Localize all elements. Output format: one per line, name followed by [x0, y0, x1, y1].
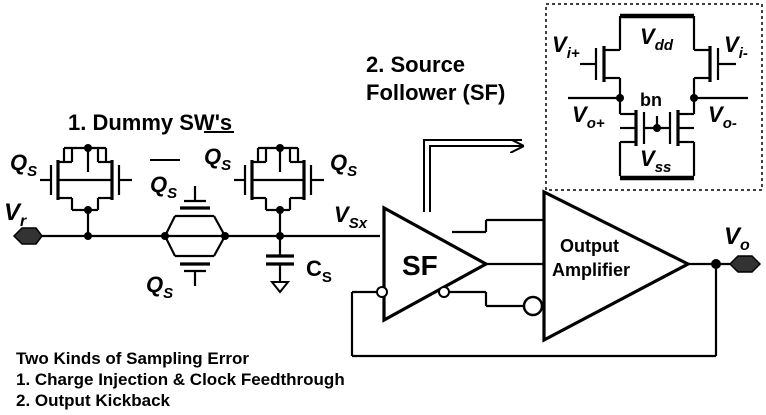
sampling-capacitor — [266, 236, 294, 294]
vo-minus-label: Vo- — [708, 102, 737, 132]
sf-block-label: SF — [402, 250, 438, 281]
sf-schematic — [568, 13, 748, 181]
output-amplifier — [542, 189, 692, 343]
vss-label: Vss — [640, 146, 671, 176]
vi-minus-label: Vi- — [724, 32, 748, 62]
vi-plus-label: Vi+ — [552, 32, 580, 62]
sf-bubble-right — [438, 286, 450, 298]
output-terminal-vo — [728, 255, 762, 273]
callout-arrow-outer — [423, 139, 522, 212]
vdd-label: Vdd — [640, 24, 674, 54]
dummy-switches-title: 1. Dummy SW's — [68, 110, 232, 135]
vsx-label: VSx — [334, 202, 368, 232]
qs-label-1: QS — [10, 150, 37, 180]
callout-arrow — [429, 146, 522, 212]
cs-label: CS — [306, 256, 332, 286]
vo-label: Vo — [724, 223, 750, 254]
sf-block — [382, 205, 490, 323]
main-switch — [161, 186, 229, 286]
qs-label-main: QS — [146, 272, 173, 302]
input-terminal-vr — [12, 227, 43, 245]
dummy-switch-right — [234, 144, 324, 240]
notes-heading: Two Kinds of Sampling Error — [16, 349, 249, 368]
qs-bar-label-2: QS — [204, 144, 231, 174]
vo-plus-label: Vo+ — [572, 102, 605, 132]
notes-item-1: 1. Charge Injection & Clock Feedthrough — [16, 370, 345, 389]
amp-bubble — [522, 295, 544, 317]
qs-bar-label-1: QS — [150, 172, 177, 202]
sf-title-line2: Follower (SF) — [366, 80, 505, 105]
sf-title-line1: 2. Source — [366, 52, 465, 77]
sf-bubble-left — [376, 286, 388, 298]
amp-label-line1: Output — [560, 236, 619, 256]
notes-item-2: 2. Output Kickback — [16, 391, 171, 410]
qs-label-2: QS — [330, 150, 357, 180]
amp-label-line2: Amplifier — [552, 260, 630, 280]
bn-label: bn — [640, 90, 662, 110]
vr-label: Vr — [4, 199, 27, 230]
dummy-switch-left — [40, 144, 132, 240]
